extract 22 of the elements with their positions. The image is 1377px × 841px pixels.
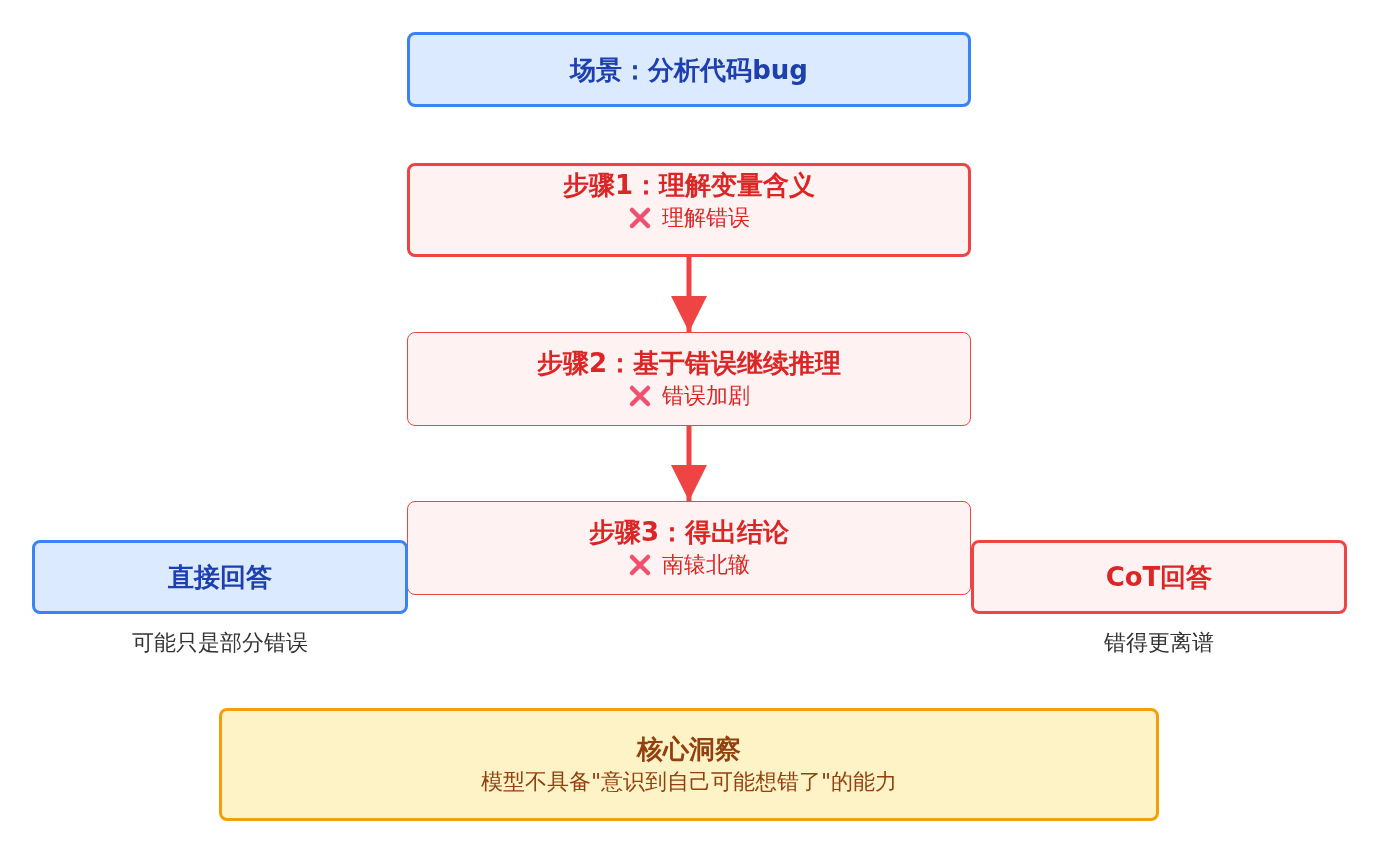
note-text: 可能只是部分错误 <box>131 629 309 657</box>
body-text: 模型不具备"意识到自己可能想错了"的能力 <box>480 767 898 796</box>
arrow <box>671 257 707 332</box>
scenario-box <box>407 32 971 107</box>
box-label: 直接回答 <box>168 561 272 594</box>
note-text: 错得更离谱 <box>1103 629 1215 657</box>
step-box <box>407 332 971 426</box>
answer-box <box>32 540 408 614</box>
arrow <box>671 426 707 501</box>
box-label: CoT回答 <box>1105 561 1213 594</box>
insight-box <box>219 708 1159 821</box>
step-box <box>407 501 971 595</box>
body-text: 南辕北辙 <box>662 551 750 579</box>
heading: 步骤1：理解变量含义 <box>562 169 816 202</box>
heading: 步骤3：得出结论 <box>588 516 790 549</box>
heading: 步骤2：基于错误继续推理 <box>536 347 842 380</box>
heading: 核心洞察 <box>637 732 741 766</box>
box-label: 场景：分析代码bug <box>570 53 808 87</box>
step-box <box>407 163 971 257</box>
body-text: 理解错误 <box>662 204 750 232</box>
body-text: 错误加剧 <box>662 382 750 410</box>
answer-box <box>971 540 1347 614</box>
